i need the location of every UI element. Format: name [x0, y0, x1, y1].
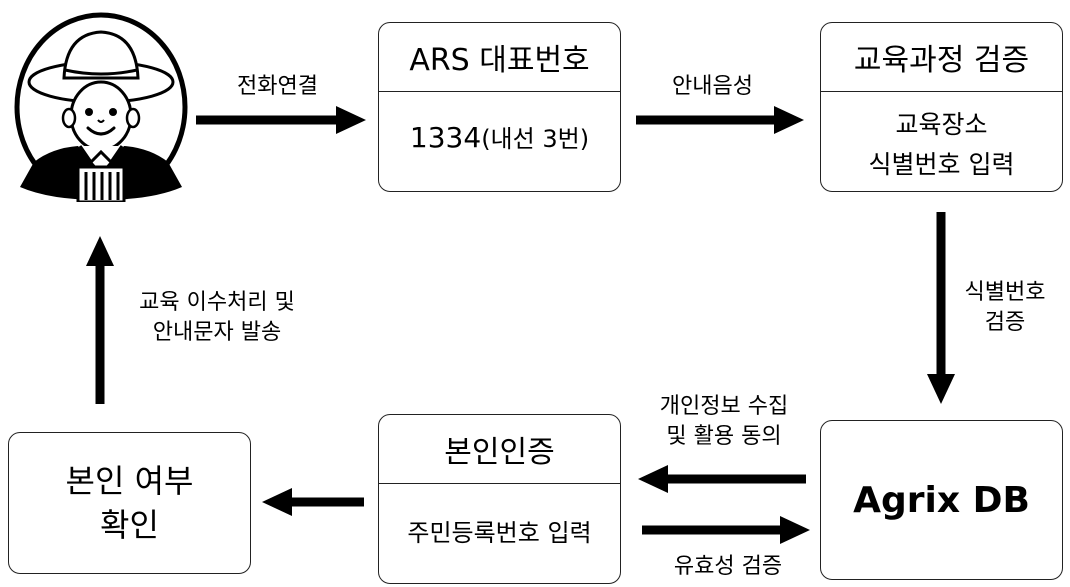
arrow-validity	[642, 516, 810, 544]
ars-node: ARS 대표번호 1334(내선 3번)	[378, 22, 621, 192]
label-notify-line2: 안내문자 발송	[152, 320, 282, 345]
ars-title-wrap: ARS 대표번호	[379, 23, 620, 92]
label-verify-id-line1: 식별번호	[964, 280, 1046, 305]
course-title-wrap: 교육과정 검증	[821, 23, 1062, 92]
confirm-line2: 확인	[100, 506, 159, 544]
course-title: 교육과정 검증	[853, 43, 1030, 78]
label-consent: 개인정보 수집 및 활용 동의	[636, 392, 812, 452]
label-call: 전화연결	[237, 74, 318, 99]
auth-node: 본인인증 주민등록번호 입력	[378, 414, 621, 584]
label-validity: 유효성 검증	[673, 554, 783, 579]
auth-body: 주민등록번호 입력	[407, 519, 592, 547]
label-verify-id: 식별번호 검증	[950, 278, 1060, 338]
arrow-notify	[86, 236, 114, 404]
auth-title: 본인인증	[444, 435, 555, 470]
db-node: Agrix DB	[820, 420, 1063, 580]
label-consent-line1: 개인정보 수집	[659, 394, 789, 419]
ars-title: ARS 대표번호	[409, 43, 590, 78]
label-consent-line2: 및 활용 동의	[666, 424, 782, 449]
label-notify-line1: 교육 이수처리 및	[139, 290, 295, 315]
confirm-node: 본인 여부 확인	[8, 432, 251, 574]
ars-extension: (내선 3번)	[481, 125, 590, 153]
arrow-voice	[636, 106, 804, 134]
course-line1: 교육장소	[895, 110, 988, 139]
arrow-consent	[638, 465, 806, 493]
ars-number: 1334	[409, 121, 482, 154]
ars-number-line: 1334(내선 3번)	[379, 119, 620, 154]
course-line2: 식별번호 입력	[868, 150, 1015, 179]
farmer-avatar	[12, 12, 190, 204]
farmer-icon	[14, 12, 188, 204]
confirm-line1: 본인 여부	[65, 462, 194, 500]
arrow-call	[196, 106, 366, 134]
auth-title-wrap: 본인인증	[379, 415, 620, 484]
label-notify: 교육 이수처리 및 안내문자 발송	[112, 288, 322, 348]
label-verify-id-line2: 검증	[984, 310, 1026, 335]
course-body: 교육장소 식별번호 입력	[821, 105, 1062, 185]
db-title: Agrix DB	[853, 479, 1030, 521]
arrow-to-confirm	[262, 488, 364, 516]
course-node: 교육과정 검증 교육장소 식별번호 입력	[820, 22, 1063, 192]
arrow-verify-id	[927, 212, 955, 404]
label-voice: 안내음성	[672, 74, 753, 99]
